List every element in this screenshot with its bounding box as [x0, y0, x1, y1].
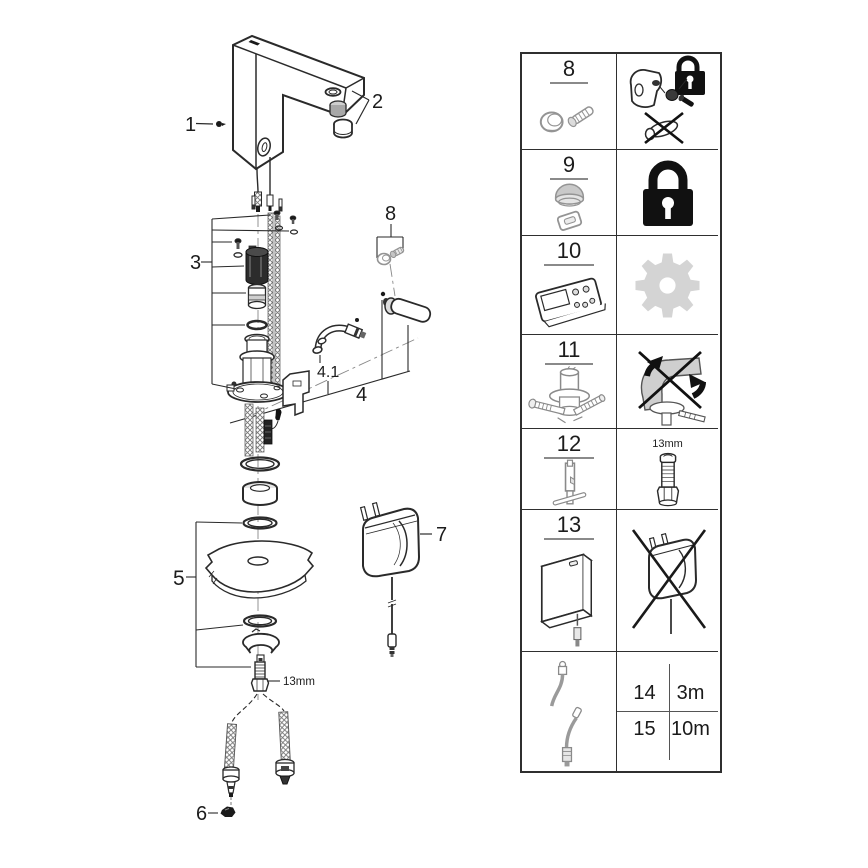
part-number: 9 — [549, 153, 589, 180]
remote-control-icon — [535, 277, 606, 328]
cell-8-info — [617, 54, 718, 150]
cell-9-part: 9 — [522, 150, 617, 236]
cable-14-length: 3m — [676, 681, 705, 704]
exploded-diagram: 1 2 — [173, 34, 447, 825]
spout-top-slot — [248, 40, 260, 46]
cell-10-info — [617, 236, 718, 335]
callout-1: 1 — [185, 114, 196, 136]
cable-14-number: 14 — [633, 681, 656, 704]
part-4-1-hose — [312, 318, 367, 354]
cell-13-info — [617, 510, 718, 652]
control-box-icon — [540, 552, 593, 646]
mounting-base — [227, 381, 289, 403]
bracket-lock-no-lever-icon — [629, 55, 705, 144]
faucet-body — [232, 34, 365, 171]
gear-icon — [635, 252, 700, 318]
cell-10-part: 10 — [522, 236, 617, 335]
install-tool-icon — [552, 459, 587, 506]
part-1-screw — [195, 121, 226, 127]
cell-12-info: 13mm — [617, 429, 718, 510]
mounting-assembly-icon — [528, 365, 606, 423]
sink-deck-fragment — [204, 540, 315, 593]
part-2-aerator-stack — [324, 87, 370, 139]
electronics-plate — [269, 370, 310, 430]
part-number: 11 — [544, 338, 594, 365]
cap-and-screw-icon — [539, 105, 594, 132]
extension-cable-icon — [549, 660, 582, 766]
part-5-group — [204, 456, 315, 692]
parts-table: 8 — [520, 52, 722, 773]
cell-11-info — [617, 335, 718, 429]
callout-2: 2 — [372, 91, 383, 113]
socket-13mm-icon — [656, 452, 680, 507]
cable-15-number: 15 — [633, 717, 656, 740]
callout-3: 3 — [190, 252, 201, 274]
o-ring-bottom — [242, 614, 278, 628]
threaded-rods — [251, 195, 283, 212]
part-7-power-supply — [359, 501, 432, 657]
callout-8: 8 — [385, 203, 396, 225]
base-hose-tails — [244, 403, 273, 457]
part-6-nut — [208, 797, 236, 817]
part-3-cartridge-column — [226, 210, 299, 403]
part-number: 10 — [543, 239, 595, 266]
no-turn-body-icon — [638, 350, 707, 426]
callout-4: 4 — [356, 384, 367, 406]
bracket-5 — [186, 521, 251, 668]
part-8-cap-screw — [376, 224, 405, 266]
callout-6: 6 — [196, 803, 207, 825]
part-number: 12 — [543, 432, 595, 459]
horseshoe-washer — [242, 632, 280, 654]
aerator-key-icon — [554, 183, 585, 231]
padlock-icon — [643, 160, 693, 226]
callout-5: 5 — [173, 567, 185, 590]
no-power-supply-icon — [631, 528, 707, 634]
cartridge-o-ring — [246, 319, 268, 331]
cell-11-part: 11 — [522, 335, 617, 429]
o-ring-top — [239, 456, 281, 472]
part-number: 13 — [543, 513, 595, 540]
callout-7: 7 — [436, 524, 447, 546]
threaded-shaft — [250, 661, 270, 692]
cell-13-part: 13 — [522, 510, 617, 652]
no-lever-mark — [644, 111, 684, 144]
cell-9-info — [617, 150, 718, 236]
o-ring-mid — [242, 516, 278, 530]
part-number: 8 — [549, 57, 589, 84]
cell-8-part: 8 — [522, 54, 617, 150]
callout-4-1: 4.1 — [317, 364, 339, 381]
wrench-size-label: 13mm — [283, 676, 315, 688]
cell-cable-part — [522, 652, 617, 771]
bracket-3 — [201, 214, 290, 390]
cable-length-table: 14 3m 15 10m — [617, 663, 718, 760]
cable-15-length: 10m — [671, 717, 710, 740]
cell-cable-lengths: 14 3m 15 10m — [617, 652, 718, 771]
part-4-lever — [380, 291, 432, 323]
supply-hoses — [222, 693, 295, 797]
divider-horizontal — [617, 710, 718, 712]
cell-12-part: 12 — [522, 429, 617, 510]
socket-size-label: 13mm — [652, 438, 683, 450]
sensor-cables — [254, 157, 274, 212]
